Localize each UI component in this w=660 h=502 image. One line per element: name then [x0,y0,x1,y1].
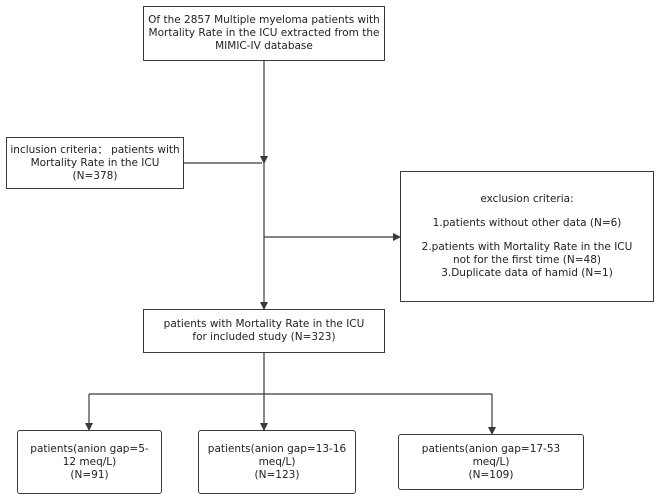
included-study-box: patients with Mortality Rate in the ICU … [143,309,385,353]
group-line: patients(anion gap=17-53 [421,442,561,455]
group-line: meq/L) [258,455,296,468]
exclusion-item: 3.Duplicate data of hamid (N=1) [441,267,613,279]
included-line: for included study (N=323) [192,331,336,343]
group-line: 12 meq/L) [62,455,117,468]
included-line: patients with Mortality Rate in the ICU [163,318,365,330]
anion-gap-group-mid-box: patients(anion gap=13-16 meq/L) (N=123) [198,430,356,494]
exclusion-criteria-box: exclusion criteria: 1.patients without o… [400,171,654,302]
inclusion-line: inclusion criteria： patients with [10,143,180,156]
source-population-box: Of the 2857 Multiple myeloma patients wi… [143,6,385,61]
group-line: meq/L) [472,455,510,468]
source-line: MIMIC-IV database [215,40,313,52]
group-line: patients(anion gap=13-16 [207,442,347,455]
group-line: (N=123) [254,468,300,481]
exclusion-item: 1.patients without other data (N=6) [432,217,622,229]
exclusion-title: exclusion criteria: [480,193,574,205]
exclusion-item: 2.patients with Mortality Rate in the IC… [421,241,633,253]
exclusion-item: not for the first time (N=48) [453,254,601,266]
anion-gap-group-high-box: patients(anion gap=17-53 meq/L) (N=109) [398,434,584,490]
source-line: Mortality Rate in the ICU extracted from… [148,27,380,39]
group-line: (N=91) [70,468,109,481]
inclusion-line: (N=378) [72,169,118,182]
anion-gap-group-low-box: patients(anion gap=5- 12 meq/L) (N=91) [17,430,162,494]
group-line: (N=109) [468,468,514,481]
inclusion-criteria-box: inclusion criteria： patients with Mortal… [6,137,184,189]
group-line: patients(anion gap=5- [30,442,149,455]
inclusion-line: Mortality Rate in the ICU [30,156,160,169]
source-line: Of the 2857 Multiple myeloma patients wi… [148,14,380,26]
